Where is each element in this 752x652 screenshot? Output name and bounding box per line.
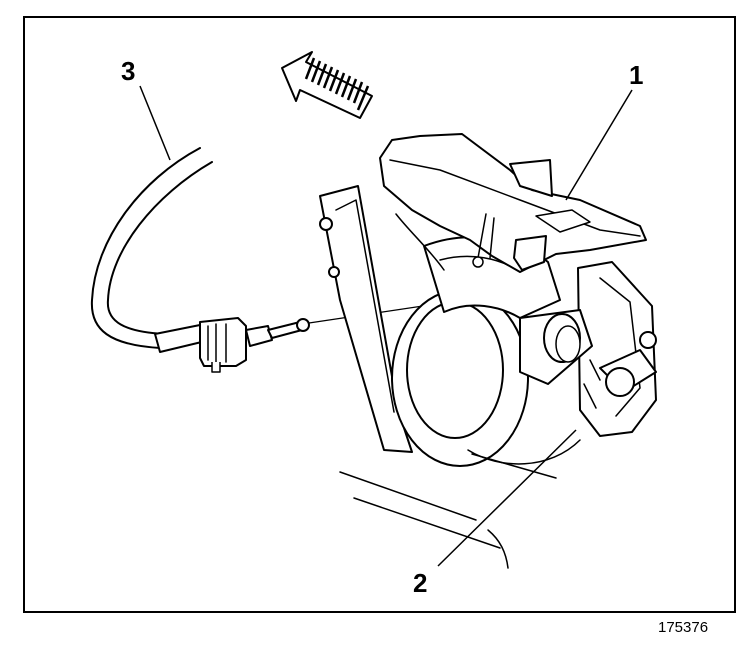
- throttle-body: [391, 236, 581, 467]
- engine-outline: [339, 453, 557, 569]
- connector: [199, 317, 310, 373]
- leader-line-1: [565, 89, 633, 201]
- leader-line-3: [139, 85, 171, 161]
- wiring-harness: [90, 147, 213, 353]
- figure-number: 175376: [658, 619, 708, 636]
- mounting-bracket: [319, 185, 413, 453]
- sensor: [519, 261, 657, 437]
- leader-line-2: [437, 429, 577, 567]
- callout-2: 2: [413, 568, 427, 598]
- callout-1: 1: [629, 60, 643, 90]
- frame-border: [23, 16, 736, 613]
- callout-3: 3: [121, 56, 135, 86]
- direction-arrow: [281, 51, 373, 119]
- air-intake-duct: [379, 133, 647, 273]
